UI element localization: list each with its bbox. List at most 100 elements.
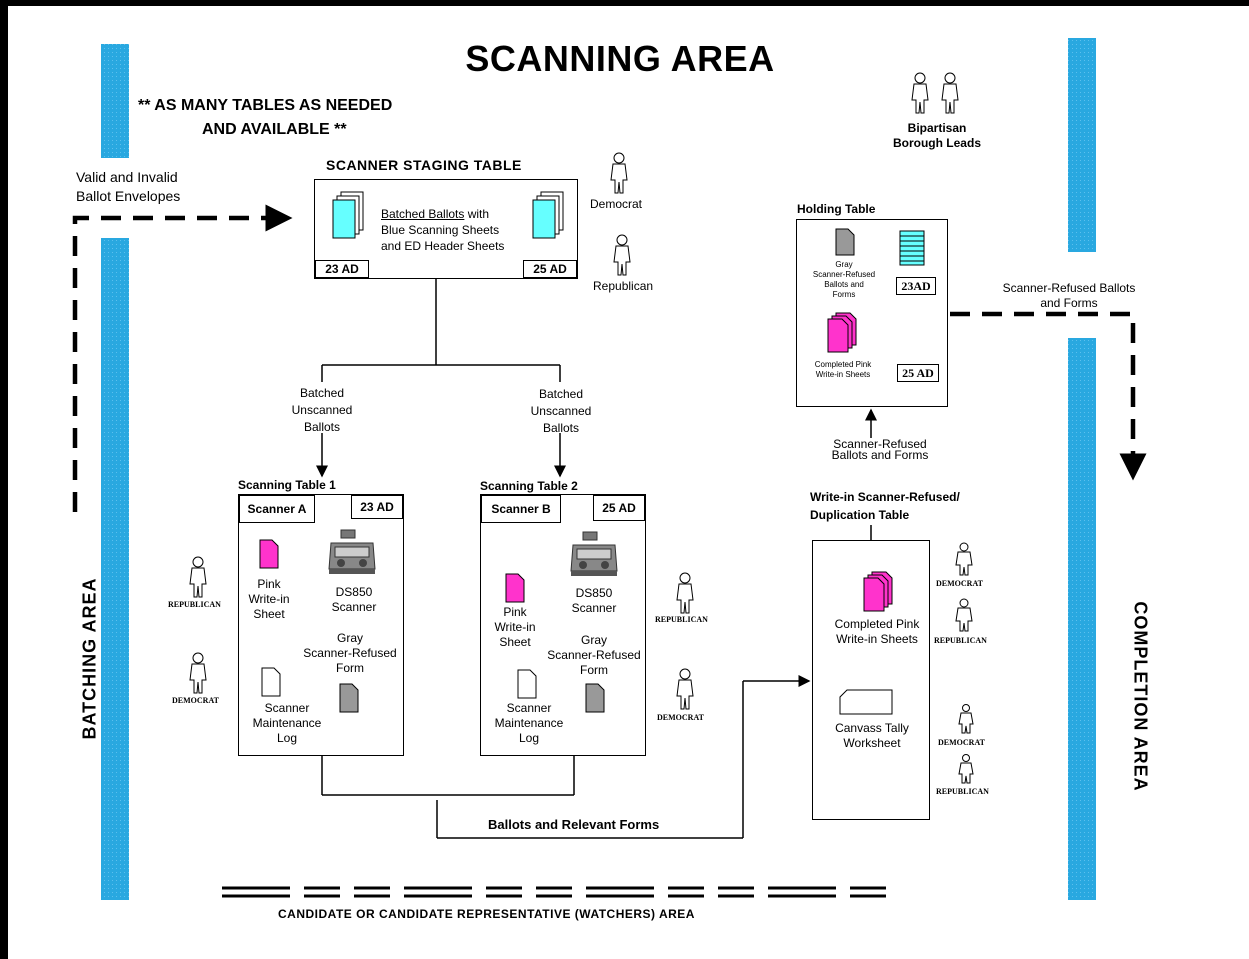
table2-log-label: Scanner Maintenance Log [483,701,575,746]
holding-title: Holding Table [797,202,876,216]
staging-description: Batched Ballots with Blue Scanning Sheet… [381,206,504,254]
batching-area-label: BATCHING AREA [79,577,100,740]
gray-l3: Ballots and [824,280,864,289]
batched-right-l2: Unscanned [530,404,592,418]
holding-tag-25ad: 25 AD [897,364,939,382]
gray-l4: Forms [832,290,856,299]
t2-republican-person-icon [676,572,694,614]
lead-person-icon-2 [941,72,959,114]
table1-title: Scanning Table 1 [238,478,336,492]
blue-sheets-icon [899,230,925,266]
table2-pink-sheet-icon [505,573,525,603]
envelopes-line-2: Ballot Envelopes [76,188,181,204]
table2-pink-label: Pink Write-in Sheet [485,605,545,650]
table2-gray-form-icon [585,683,605,713]
t1-ds-l2: Scanner [331,600,377,614]
t2-ds-l1: DS850 [575,586,613,600]
scanning-table-2: Scanner B 25 AD Pink Write-in Sheet DS85… [480,494,646,756]
table2-scanner-tag: Scanner B [481,495,561,523]
canvass-label: Canvass Tally Worksheet [813,721,931,751]
t1-gray-l3: Form [336,661,364,675]
writein-title-l2: Duplication Table [810,508,910,522]
staging-tag-25ad: 25 AD [523,260,577,278]
holding-tag-23ad: 23AD [896,277,936,295]
envelope-dash-path [72,204,293,512]
table1-pink-sheet-icon [259,539,279,569]
refused-right-l1: Scanner-Refused Ballots [1002,281,1136,295]
leads-line-1: Bipartisan [907,121,967,135]
table2-title: Scanning Table 2 [480,479,578,493]
batched-right-l1: Batched [538,387,584,401]
batched-ballots-icon-right [532,191,564,239]
table1-gray-form-icon [339,683,359,713]
table2-ds850-scanner-icon [570,531,618,576]
with-text: with [464,207,490,221]
refused-right-label: Scanner-Refused Ballots and Forms [980,281,1158,311]
batched-ballots-text: Batched Ballots [381,207,465,221]
ballots-forms-label: Ballots and Relevant Forms [488,817,660,832]
w-republican1-person-icon [955,598,973,632]
canvass-worksheet-icon [839,689,893,715]
t2-log-l1: Scanner [506,701,552,715]
holding-table: Gray Scanner-Refused Ballots and Forms 2… [796,219,948,407]
table1-log-label: Scanner Maintenance Log [239,701,335,746]
top-border [0,0,1249,6]
batched-left-label: Batched Unscanned Ballots [282,385,362,436]
note-line-2: AND AVAILABLE ** [202,121,347,138]
t1-gray-l2: Scanner-Refused [303,646,397,660]
table2-gray-label: Gray Scanner-Refused Form [539,633,649,678]
table1-pink-label: Pink Write-in Sheet [239,577,299,622]
page-title: SCANNING AREA [465,38,775,79]
staging-tag-23ad: 23 AD [315,260,369,278]
table1-gray-label: Gray Scanner-Refused Form [295,631,405,676]
writein-title: Write-in Scanner-Refused/ Duplication Ta… [810,488,960,524]
staging-line-3: and ED Header Sheets [381,239,505,253]
t1-log-l3: Log [276,731,298,745]
table2-ds850-label: DS850 Scanner [559,586,629,616]
w-democrat2-person-icon [958,704,974,734]
writein-pink-sheets-icon [863,571,893,612]
batched-left-l2: Unscanned [291,403,353,417]
w-republican2-label: REPUBLICAN [936,787,989,796]
t2-gray-l2: Scanner-Refused [547,648,641,662]
refused-dash-path [950,311,1147,481]
t1-gray-l1: Gray [336,631,363,645]
staging-republican-label: Republican [593,279,654,293]
t1-republican-label: REPUBLICAN [168,600,221,609]
t2-democrat-person-icon [676,668,694,710]
table1-ds850-scanner-icon [328,529,376,574]
completion-area-label: COMPLETION AREA [1130,601,1151,792]
refused-mid-l2: Ballots and Forms [831,448,929,462]
batched-ballots-icon-left [332,191,364,239]
gray-refused-label: Gray Scanner-Refused Ballots and Forms [799,260,889,300]
staging-title: SCANNER STAGING TABLE [326,157,522,173]
batched-right-label: Batched Unscanned Ballots [521,386,601,437]
refused-mid-label: Scanner-Refused Ballots and Forms [818,438,942,462]
t2-ds-l2: Scanner [571,601,617,615]
note-line-1: ** AS MANY TABLES AS NEEDED [138,97,393,114]
gray-l1: Gray [835,260,853,269]
completion-bar-top [1068,38,1096,252]
writein-pink-l2: Write-in Sheets [836,632,918,646]
watchers-area-label: CANDIDATE OR CANDIDATE REPRESENTATIVE (W… [278,907,695,921]
table1-ds850-label: DS850 Scanner [319,585,389,615]
t1-democrat-person-icon [189,652,207,694]
t1-log-l2: Maintenance [252,716,322,730]
holding-pink-l1: Completed Pink [814,360,872,369]
w-republican1-label: REPUBLICAN [934,636,987,645]
writein-pink-label: Completed Pink Write-in Sheets [813,617,941,647]
envelopes-line-1: Valid and Invalid [76,169,178,185]
left-border [0,0,8,959]
table1-scanner-tag: Scanner A [239,495,315,523]
t2-log-l2: Maintenance [494,716,564,730]
bipartisan-leads-label: Bipartisan Borough Leads [882,121,992,151]
t1-pink-l2: Write-in [248,592,290,606]
t2-republican-label: REPUBLICAN [655,615,708,624]
staging-line-2: Blue Scanning Sheets [381,223,500,237]
table2-ad-tag: 25 AD [593,495,645,521]
lead-person-icon-1 [911,72,929,114]
canvass-l1: Canvass Tally [835,721,909,735]
completion-bar-bottom [1068,338,1096,900]
t1-log-l1: Scanner [264,701,310,715]
